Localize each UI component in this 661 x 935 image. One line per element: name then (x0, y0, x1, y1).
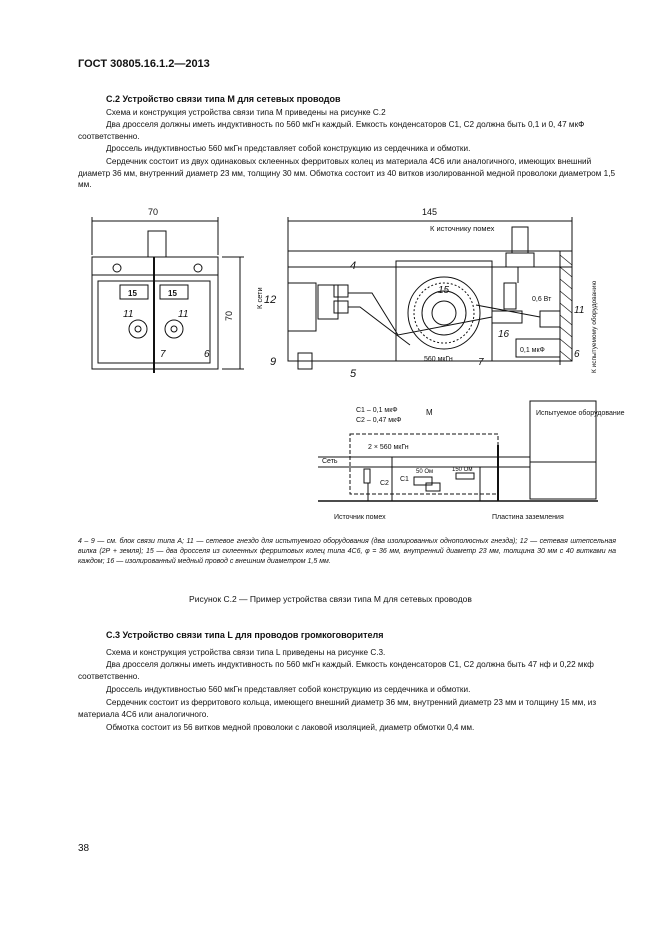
c3-paragraph-2: Два дросселя должны иметь индуктивность … (78, 660, 594, 681)
num-5: 5 (350, 368, 357, 380)
num-12: 12 (264, 294, 276, 306)
section-c2-title: С.2 Устройство связи типа М для сетевых … (106, 94, 341, 104)
c3-paragraph-3: Дроссель индуктивностью 560 мкГн предста… (106, 685, 471, 694)
schematic-eut-box (529, 400, 597, 500)
num-16: 16 (498, 329, 510, 340)
num-11-b: 11 (178, 309, 188, 320)
schematic-m: М (426, 408, 433, 417)
schematic-chokes: 2 × 560 мкГн (368, 444, 409, 451)
c3-paragraph-5: Обмотка состоит из 56 витков медной пров… (106, 723, 475, 732)
schematic-50-ohm: 50 Ом (416, 469, 433, 475)
num-15-a: 15 (128, 289, 137, 298)
num-11-side: 11 (574, 305, 584, 316)
page-number: 38 (78, 843, 90, 854)
label-06-w: 0,6 Вт (532, 296, 552, 303)
num-15-b: 15 (168, 289, 177, 298)
figure-legend: 4 – 9 — см. блок связи типа А; 11 — сете… (78, 538, 616, 565)
schematic-c1-short: С1 (400, 476, 409, 483)
section-c3-title: С.3 Устройство связи типа L для проводов… (106, 630, 384, 640)
num-4: 4 (350, 260, 356, 272)
label-to-eut: К испытуемому оборудованию (590, 281, 598, 373)
num-15-side: 15 (438, 285, 450, 296)
num-7-a: 7 (160, 349, 166, 360)
label-to-mains: К сети (255, 287, 264, 309)
document-header: ГОСТ 30805.16.1.2—2013 (78, 58, 210, 70)
figure-c2: 70 145 70 К источнику помех К сети К исп… (91, 207, 625, 521)
dim-70-top: 70 (148, 207, 158, 217)
schematic-ground-plate: Пластина заземления (492, 514, 564, 521)
c2-paragraph-2: Два дросселя должны иметь индуктивность … (78, 120, 585, 141)
schematic-eut-label: Испытуемое оборудование (536, 409, 625, 417)
num-6-a: 6 (204, 349, 210, 360)
c2-paragraph-4: Сердечник состоит из двух одинаковых скл… (78, 157, 616, 189)
label-to-noise-source: К источнику помех (430, 224, 495, 233)
schematic-mains: Сеть (322, 458, 338, 465)
c2-paragraph-1: Схема и конструкция устройства связи тип… (106, 108, 386, 117)
dim-70-side: 70 (224, 311, 234, 321)
figure-caption: Рисунок С.2 — Пример устройства связи ти… (189, 594, 472, 604)
schematic-c2-short: С2 (380, 480, 389, 487)
num-7-side: 7 (478, 357, 484, 368)
num-9: 9 (270, 356, 276, 368)
c2-paragraph-3: Дроссель индуктивностью 560 мкГн предста… (106, 144, 471, 153)
num-11-a: 11 (123, 309, 133, 320)
ferrite-ring-outer (407, 276, 481, 350)
schematic-150-ohm: 150 Ом (452, 467, 472, 473)
c3-paragraph-1: Схема и конструкция устройства связи тип… (106, 648, 386, 657)
label-560-uh: 560 мкГн (424, 356, 453, 363)
schematic-c1: С1 – 0,1 мкФ (356, 407, 398, 414)
schematic-c2: С2 – 0,47 мкФ (356, 417, 402, 424)
schematic-noise-source: Источник помех (334, 514, 386, 521)
num-6-side: 6 (574, 349, 580, 360)
c3-paragraph-4: Сердечник состоит из ферритового кольца,… (78, 698, 597, 719)
dim-145: 145 (422, 207, 437, 217)
label-01-uf: 0,1 мкФ (520, 347, 545, 354)
